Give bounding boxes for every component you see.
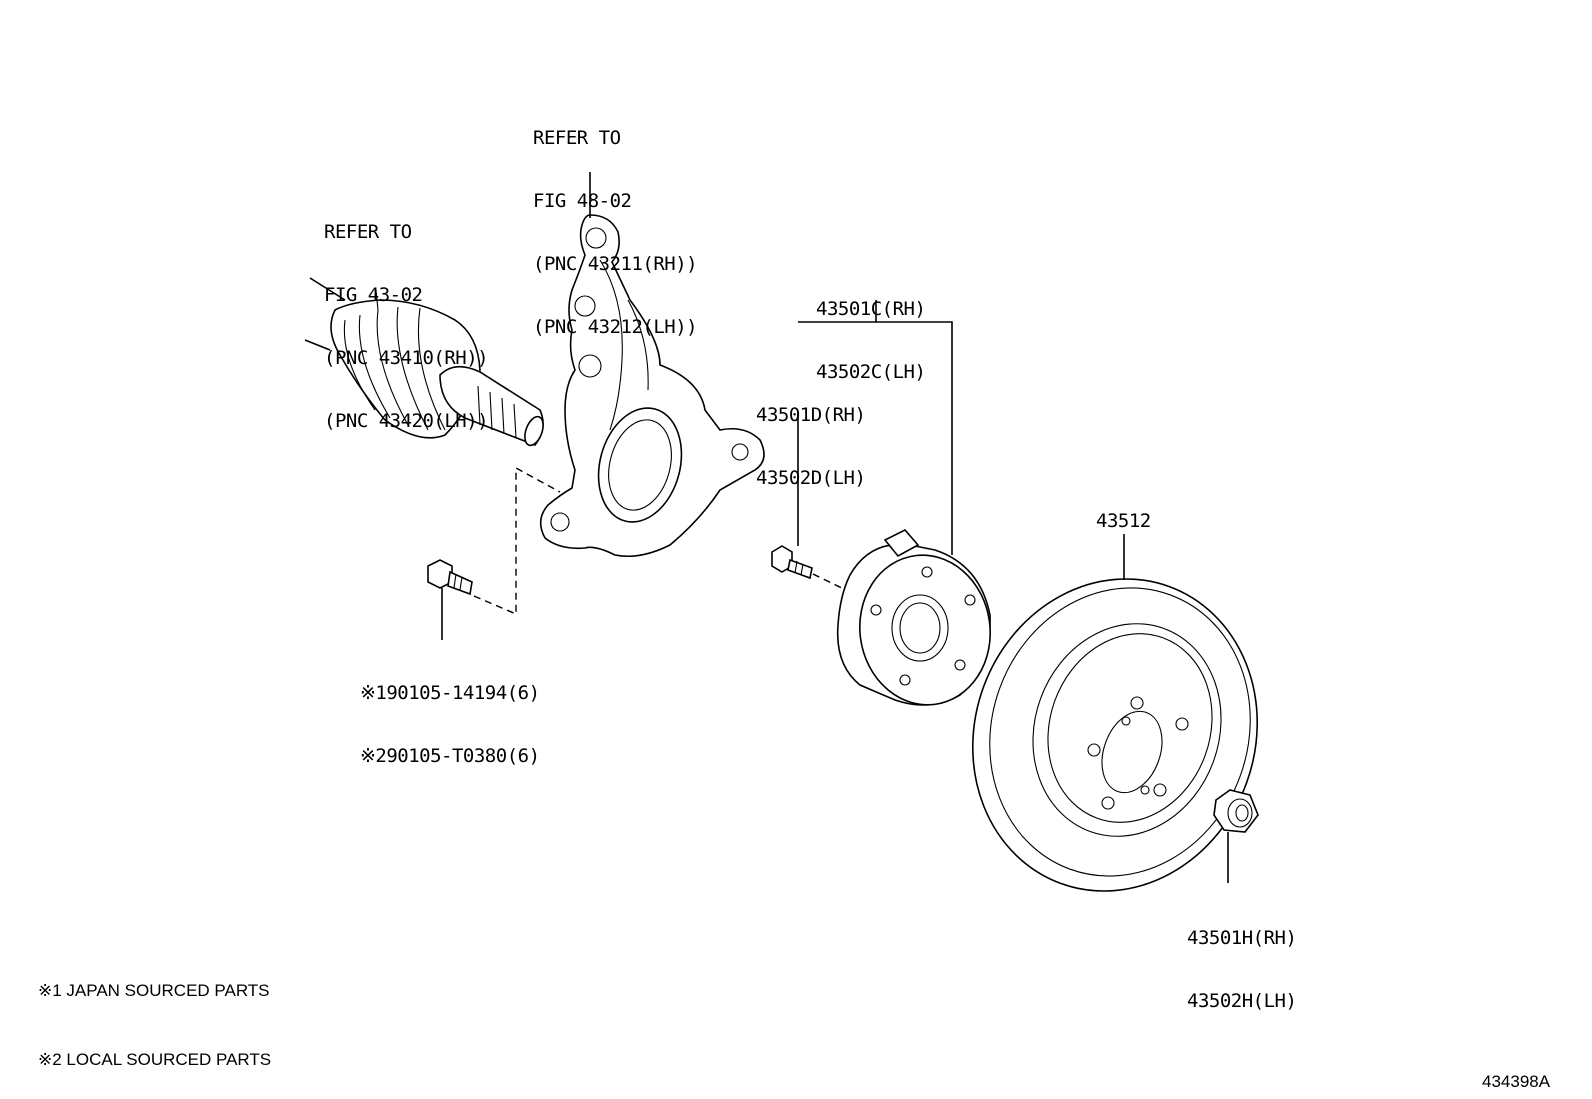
label-line: 43502D(LH) (756, 467, 866, 489)
label-line: 43501C(RH) (816, 298, 926, 320)
label-line: (PNC 43420(LH)) (324, 410, 489, 432)
label-line: (PNC 43212(LH)) (533, 316, 698, 338)
label-line: ※190105-14194(6) (360, 682, 540, 704)
hub-assembly-drawing (798, 300, 992, 706)
knuckle-reference-label: REFER TO FIG 48-02 (PNC 43211(RH)) (PNC … (533, 86, 698, 359)
brake-rotor-drawing (971, 534, 1259, 892)
rotor-part-label: 43512 (1096, 510, 1151, 532)
label-line: (PNC 43211(RH)) (533, 253, 698, 275)
label-line: FIG 43-02 (324, 284, 423, 306)
label-line: 43501D(RH) (756, 404, 866, 426)
drive-shaft-reference-label: REFER TO FIG 43-02 (PNC 43410(RH)) (PNC … (324, 180, 489, 453)
hub-bolt-part-label: 43501D(RH) 43502D(LH) (756, 363, 866, 510)
label-line: REFER TO (533, 127, 621, 149)
drive-shaft-drawing (304, 277, 544, 447)
knuckle-bolt-part-label: ※190105-14194(6) ※290105-T0380(6) (360, 641, 540, 788)
label-line: ※290105-T0380(6) (360, 745, 540, 767)
label-line: FIG 48-02 (533, 190, 632, 212)
knuckle-bolt-drawing (427, 466, 561, 640)
steering-knuckle-drawing (539, 172, 765, 558)
label-line: 43501H(RH) (1187, 927, 1297, 949)
figure-id: 434398A (1482, 1072, 1551, 1091)
note-line: ※1 JAPAN SOURCED PARTS (38, 981, 270, 1000)
hub-assembly-part-label: 43501C(RH) 43502C(LH) (816, 257, 926, 404)
note-line: ※2 LOCAL SOURCED PARTS (38, 1050, 272, 1069)
hub-nut-drawing (1213, 789, 1259, 883)
label-line: REFER TO (324, 221, 412, 243)
source-notes: ※1 JAPAN SOURCED PARTS ※2 LOCAL SOURCED … (38, 933, 271, 1094)
hub-bolt-drawing (771, 412, 851, 593)
label-line: 43502C(LH) (816, 361, 926, 383)
label-line: 43502H(LH) (1187, 990, 1297, 1012)
hub-nut-part-label: 43501H(RH) 43502H(LH) (1187, 886, 1297, 1033)
label-line: (PNC 43410(RH)) (324, 347, 489, 369)
